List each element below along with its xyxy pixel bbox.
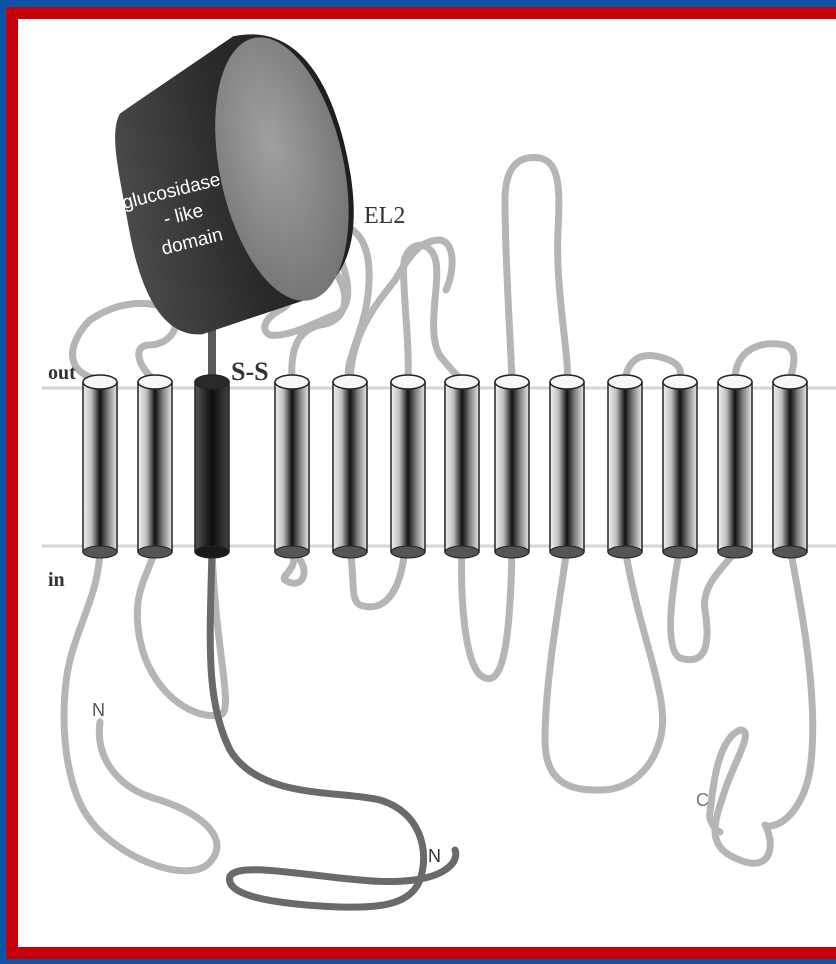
helix-12	[718, 375, 752, 558]
helix-body	[275, 382, 309, 552]
helix-top-cap	[275, 375, 309, 389]
helix-body	[718, 382, 752, 552]
helix-bottom-cap	[195, 546, 229, 558]
helix-3	[195, 375, 229, 558]
helix-body	[550, 382, 584, 552]
helix-top-cap	[608, 375, 642, 389]
helix-bottom-cap	[391, 546, 425, 558]
helix-top-cap	[550, 375, 584, 389]
helix-bottom-cap	[495, 546, 529, 558]
helix-top-cap	[195, 375, 229, 389]
helix-body	[663, 382, 697, 552]
helix-4	[275, 375, 309, 558]
helix-top-cap	[718, 375, 752, 389]
loop-h1-h2-out	[73, 303, 176, 380]
helix-bottom-cap	[718, 546, 752, 558]
helix-top-cap	[83, 375, 117, 389]
helix-bottom-cap	[550, 546, 584, 558]
helix-bottom-cap	[773, 546, 807, 558]
out-label: out	[48, 362, 76, 384]
helix-top-cap	[138, 375, 172, 389]
transmembrane-helices	[83, 375, 807, 558]
loop-h7-h8-in	[462, 548, 512, 679]
helix-5	[333, 375, 367, 558]
n-terminus-dark-label: N	[428, 846, 441, 866]
helix-6	[391, 375, 425, 558]
helix-top-cap	[495, 375, 529, 389]
helix-9	[550, 375, 584, 558]
el2-label: EL2	[364, 203, 405, 229]
loop-h9-h10-in	[545, 548, 663, 790]
c-terminal-tail	[710, 548, 813, 863]
ss-label: S-S	[231, 357, 269, 386]
helix-bottom-cap	[83, 546, 117, 558]
helix-bottom-cap	[138, 546, 172, 558]
helix-body	[83, 382, 117, 552]
loop-h8-h9-out	[505, 157, 567, 380]
helix-body	[608, 382, 642, 552]
helix-2	[138, 375, 172, 558]
helix-bottom-cap	[333, 546, 367, 558]
c-terminus-label: C	[696, 790, 709, 810]
helix-body	[195, 382, 229, 552]
helix-bottom-cap	[275, 546, 309, 558]
helix-top-cap	[445, 375, 479, 389]
helix-bottom-cap	[663, 546, 697, 558]
glucosidase-domain	[94, 18, 377, 344]
helix-body	[333, 382, 367, 552]
dark-loops	[210, 548, 456, 907]
helix-body	[773, 382, 807, 552]
helix-body	[138, 382, 172, 552]
helix-body	[445, 382, 479, 552]
helix-13	[773, 375, 807, 558]
in-label: in	[48, 569, 65, 591]
dark-n-terminal-tail	[210, 548, 456, 907]
helix-bottom-cap	[608, 546, 642, 558]
helix-7	[445, 375, 479, 558]
loop-h11-h12-in	[671, 548, 735, 660]
helix-body	[391, 382, 425, 552]
helix-bottom-cap	[445, 546, 479, 558]
helix-top-cap	[333, 375, 367, 389]
n-terminus-light-label: N	[92, 700, 105, 720]
helix-top-cap	[663, 375, 697, 389]
helix-1	[83, 375, 117, 558]
helix-8	[495, 375, 529, 558]
helix-top-cap	[773, 375, 807, 389]
helix-11	[663, 375, 697, 558]
helix-body	[495, 382, 529, 552]
helix-top-cap	[391, 375, 425, 389]
helix-10	[608, 375, 642, 558]
